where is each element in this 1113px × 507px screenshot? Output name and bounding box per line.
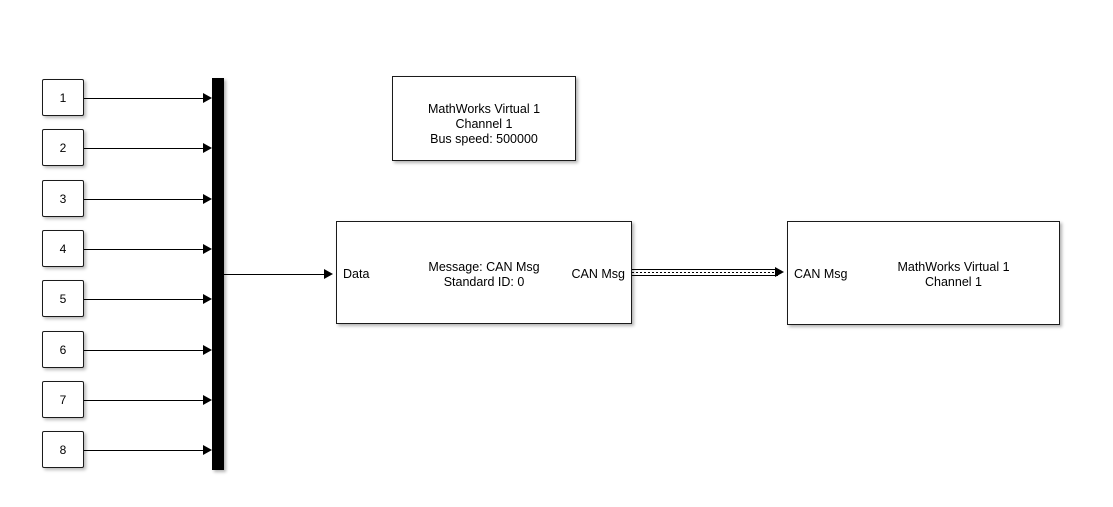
arrowhead-mux-in-7 — [203, 395, 212, 405]
can-pack-block[interactable]: Data Message: CAN Msg Standard ID: 0 CAN… — [336, 221, 632, 324]
inport-label: 7 — [59, 392, 67, 407]
inport-block-6[interactable]: 6 — [42, 331, 84, 368]
inport-block-1[interactable]: 1 — [42, 79, 84, 116]
arrowhead-can-pack-data-in — [324, 269, 333, 279]
arrowhead-mux-in-3 — [203, 194, 212, 204]
signal-line-inport-6[interactable] — [84, 350, 206, 351]
signal-line-inport-4[interactable] — [84, 249, 206, 250]
signal-line-inport-1[interactable] — [84, 98, 206, 99]
can-transmit-line-2: Channel 1 — [925, 275, 982, 289]
arrowhead-mux-in-4 — [203, 244, 212, 254]
arrowhead-mux-in-5 — [203, 294, 212, 304]
inport-label: 1 — [59, 90, 67, 105]
signal-line-inport-7[interactable] — [84, 400, 206, 401]
signal-line-inport-3[interactable] — [84, 199, 206, 200]
can-pack-canmsg-port-label: CAN Msg — [571, 267, 625, 281]
bus-rail-top — [632, 269, 778, 270]
signal-line-inport-2[interactable] — [84, 148, 206, 149]
arrowhead-mux-in-6 — [203, 345, 212, 355]
inport-block-5[interactable]: 5 — [42, 280, 84, 317]
inport-block-8[interactable]: 8 — [42, 431, 84, 468]
inport-label: 5 — [59, 291, 67, 306]
bus-dotted-core — [632, 272, 778, 273]
inport-block-4[interactable]: 4 — [42, 230, 84, 267]
can-message-bus-line[interactable] — [632, 269, 778, 276]
arrowhead-mux-in-1 — [203, 93, 212, 103]
inport-label: 6 — [59, 342, 67, 357]
can-transmit-canmsg-port-label: CAN Msg — [794, 267, 848, 281]
can-configuration-block[interactable]: MathWorks Virtual 1 Channel 1 Bus speed:… — [392, 76, 576, 161]
can-configuration-line-1: MathWorks Virtual 1 — [427, 102, 541, 116]
inport-block-2[interactable]: 2 — [42, 129, 84, 166]
signal-line-mux-to-can-pack[interactable] — [224, 274, 326, 275]
can-transmit-block[interactable]: CAN Msg MathWorks Virtual 1 Channel 1 — [787, 221, 1060, 325]
inport-label: 8 — [59, 442, 67, 457]
bus-rail-bottom — [632, 275, 778, 276]
inport-block-3[interactable]: 3 — [42, 180, 84, 217]
can-pack-data-port-label: Data — [343, 267, 370, 281]
inport-block-7[interactable]: 7 — [42, 381, 84, 418]
can-transmit-line-1: MathWorks Virtual 1 — [897, 260, 1010, 274]
signal-line-inport-8[interactable] — [84, 450, 206, 451]
can-configuration-line-2: Channel 1 — [455, 117, 513, 131]
can-configuration-line-3: Bus speed: 500000 — [430, 132, 538, 146]
signal-line-inport-5[interactable] — [84, 299, 206, 300]
inport-label: 3 — [59, 191, 67, 206]
arrowhead-mux-in-8 — [203, 445, 212, 455]
arrowhead-mux-in-2 — [203, 143, 212, 153]
mux-block[interactable] — [212, 78, 224, 470]
inport-label: 2 — [59, 140, 67, 155]
arrowhead-can-transmit-in — [775, 267, 784, 277]
inport-label: 4 — [59, 241, 67, 256]
